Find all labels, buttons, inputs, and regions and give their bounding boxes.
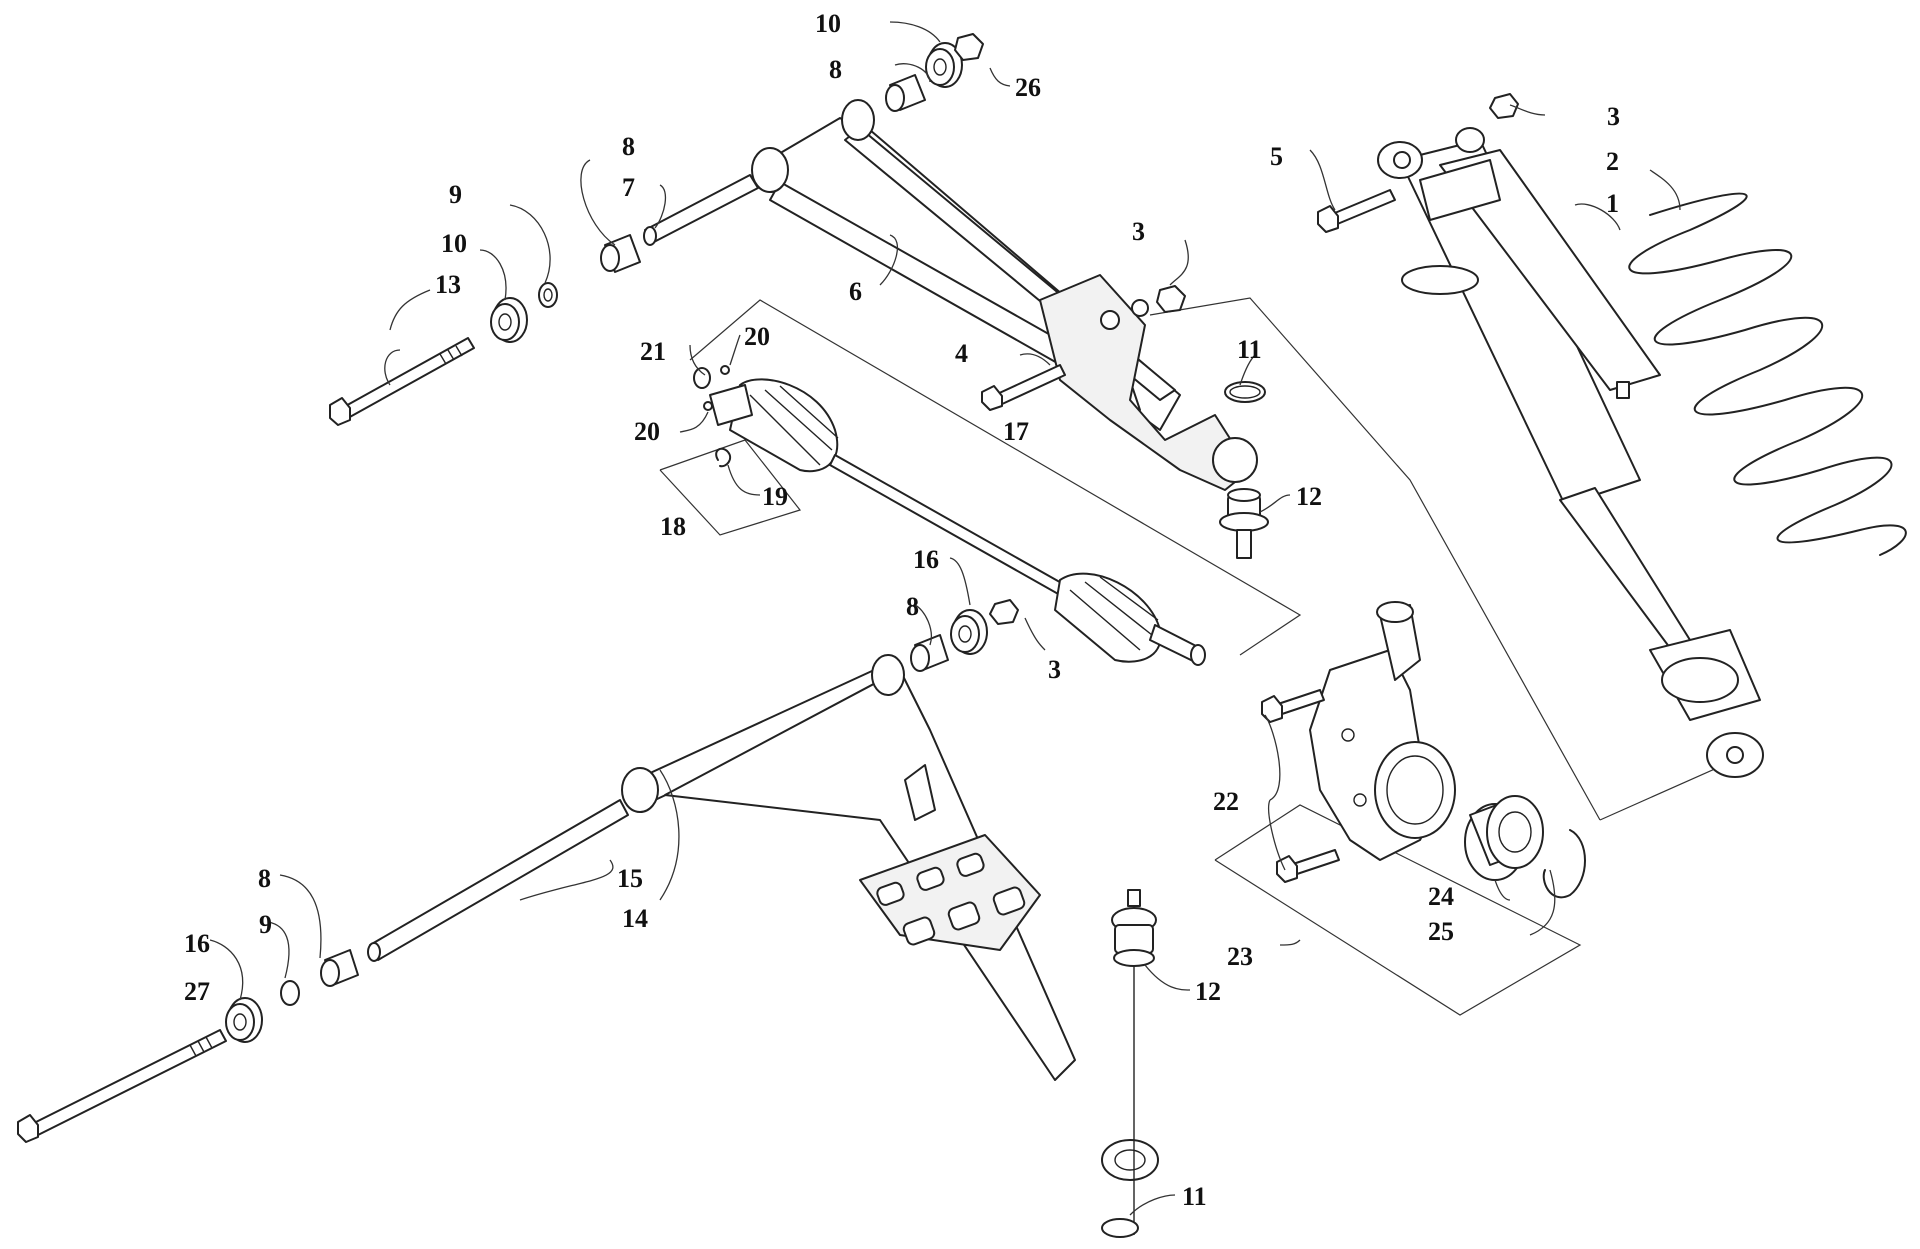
callout-20-side: 20 — [634, 417, 660, 446]
bolt-upper-ball-joint — [981, 364, 1066, 411]
washer-upper-hole — [543, 288, 553, 302]
callout-10-upper-top: 10 — [815, 9, 841, 38]
callout-3-lower-arm: 3 — [1048, 655, 1061, 684]
bushing-upper-top — [885, 74, 926, 112]
coil-spring — [1628, 192, 1907, 556]
callout-5: 5 — [1270, 142, 1283, 171]
callout-8-upper-left: 8 — [622, 132, 635, 161]
bolt-long-upper — [329, 337, 475, 426]
nut-upper-top — [954, 33, 984, 61]
callout-6: 6 — [849, 277, 862, 306]
bushing-shaft-lower — [367, 799, 629, 962]
callout-16-lower-top: 16 — [913, 545, 939, 574]
bolt-shock-top — [1317, 189, 1396, 233]
retaining-ring-upper — [1224, 381, 1266, 403]
callout-25: 25 — [1428, 917, 1454, 946]
nut-upper-arm — [1156, 285, 1186, 313]
snap-ring-inner — [693, 367, 711, 389]
bolt-knuckle-lower — [1276, 849, 1340, 883]
nut-lower-top — [989, 599, 1019, 625]
callout-12-upper: 12 — [1296, 482, 1322, 511]
callout-8-lower-left: 8 — [258, 864, 271, 893]
callout-13: 13 — [435, 270, 461, 299]
washer-lower — [280, 980, 300, 1006]
snap-ring-small-bottom — [703, 401, 713, 411]
callout-4: 4 — [955, 339, 968, 368]
seal-lower-top — [950, 609, 988, 655]
snap-ring-small-top — [720, 365, 730, 375]
bushing-lower-left — [320, 949, 359, 987]
callout-19: 19 — [762, 482, 788, 511]
callout-2: 2 — [1606, 147, 1619, 176]
seal-upper-left — [490, 297, 528, 343]
shock-mount-frame-bottom — [1599, 759, 1736, 821]
callout-15: 15 — [617, 864, 643, 893]
axle-assembly-frame — [689, 299, 1302, 656]
callout-3-upper-arm: 3 — [1132, 217, 1145, 246]
bolt-knuckle-upper — [1261, 689, 1325, 723]
steering-knuckle — [1309, 601, 1456, 861]
nut-shock-top — [1489, 93, 1519, 119]
callout-3-top-right: 3 — [1607, 102, 1620, 131]
snap-ring-bearing — [1542, 829, 1586, 899]
callout-9-lower: 9 — [259, 910, 272, 939]
bushing-lower-top — [910, 634, 949, 672]
callout-11-upper: 11 — [1237, 335, 1262, 364]
callout-9-upper: 9 — [449, 180, 462, 209]
leader-lines — [209, 21, 1681, 1216]
callout-23: 23 — [1227, 942, 1253, 971]
callout-27: 27 — [184, 977, 210, 1006]
ball-joint-upper — [1219, 488, 1269, 559]
axle-shaft — [709, 378, 1206, 666]
clamp-ring — [715, 447, 732, 468]
upper-a-arm — [751, 99, 1258, 491]
callout-8-upper-top: 8 — [829, 55, 842, 84]
wheel-bearing — [1464, 795, 1544, 881]
callout-16-lower-left: 16 — [184, 929, 210, 958]
callout-14: 14 — [622, 904, 648, 933]
callout-12-lower: 12 — [1195, 977, 1221, 1006]
callout-numbers: 1 2 3 3 3 4 5 6 7 8 8 8 8 9 9 10 10 11 1… — [184, 9, 1620, 1211]
callout-10-upper-left: 10 — [441, 229, 467, 258]
shock-mount-frame — [1149, 297, 1601, 821]
washer-upper — [538, 282, 558, 308]
bushing-shaft-upper — [643, 174, 759, 246]
bolt-long-lower — [17, 1029, 227, 1143]
callout-1: 1 — [1606, 189, 1619, 218]
seal-lower-left — [225, 997, 263, 1043]
bushing-upper-left — [600, 234, 641, 273]
spindle-assembly-frame — [1214, 804, 1582, 1016]
retaining-ring-lower — [1101, 1218, 1139, 1238]
callout-22: 22 — [1213, 787, 1239, 816]
callout-20-top: 20 — [744, 322, 770, 351]
callout-26: 26 — [1015, 73, 1041, 102]
lower-a-arm — [621, 654, 1159, 1181]
callout-17: 17 — [1003, 417, 1029, 446]
callout-8-lower-top: 8 — [906, 592, 919, 621]
ball-joint-lower — [1111, 889, 1157, 1235]
callout-18: 18 — [660, 512, 686, 541]
callout-11-lower: 11 — [1182, 1182, 1207, 1211]
callout-7: 7 — [622, 173, 635, 202]
shock-absorber — [1377, 127, 1764, 778]
seal-upper-top — [925, 42, 963, 88]
callout-21: 21 — [640, 337, 666, 366]
callout-24: 24 — [1428, 882, 1454, 911]
